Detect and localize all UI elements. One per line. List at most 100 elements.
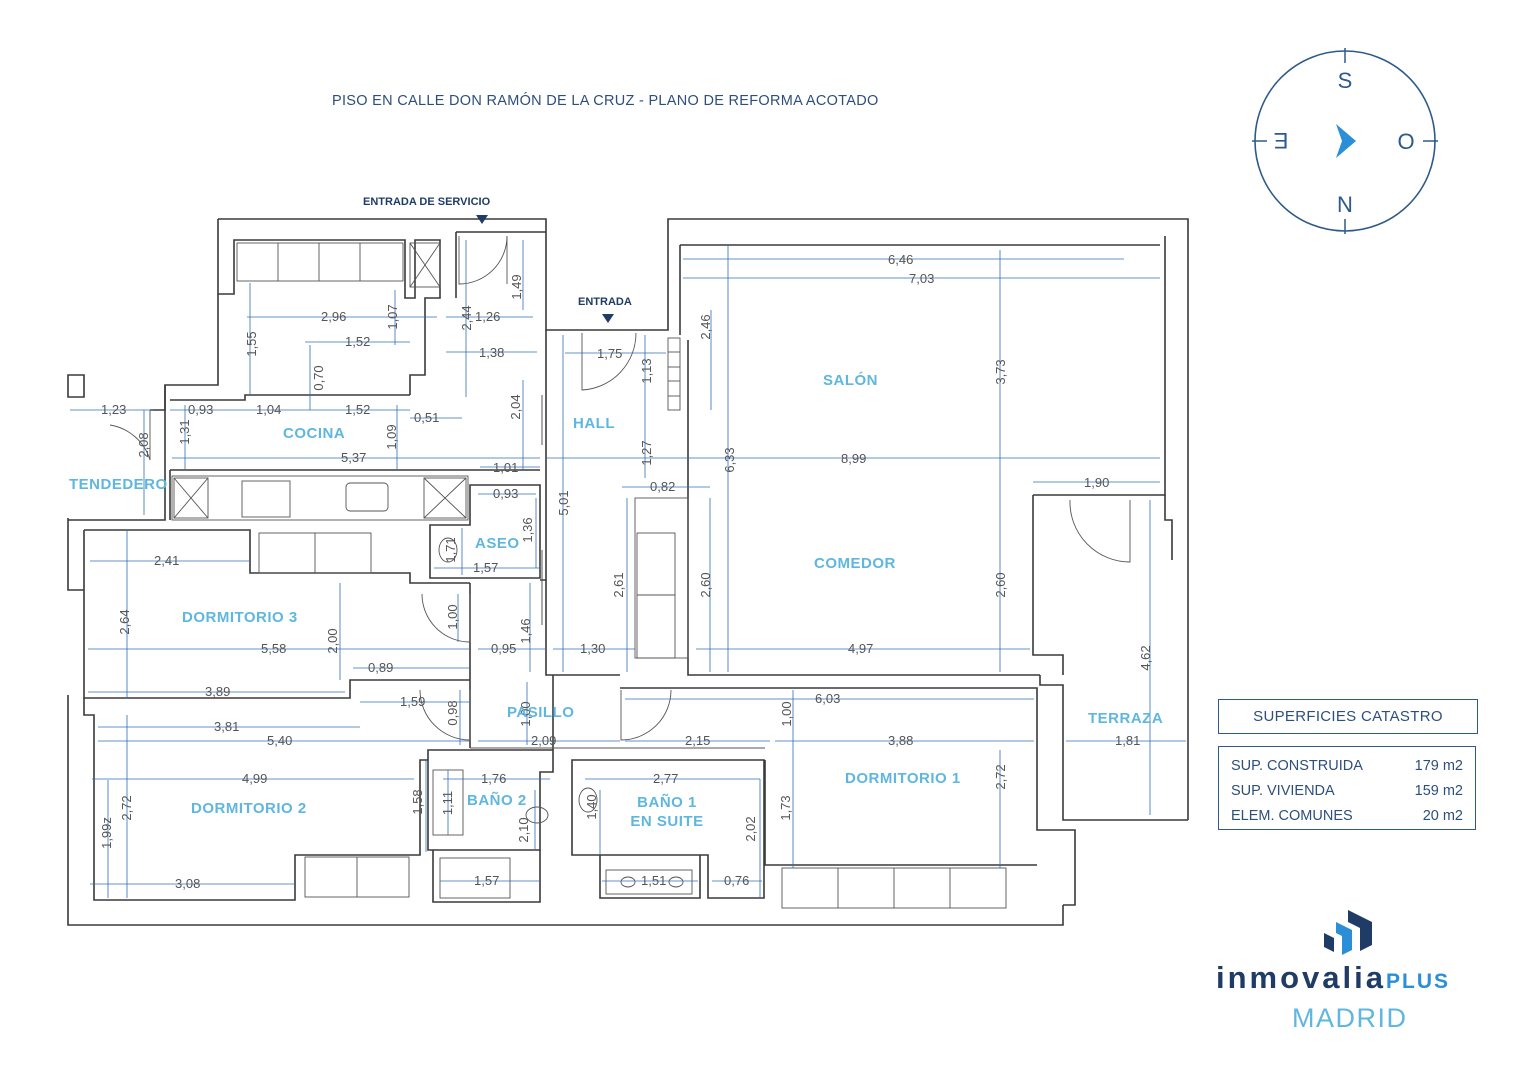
dim-label: 1,57 — [473, 560, 498, 575]
dim-label: 5,37 — [341, 450, 366, 465]
dim-label: 1,57 — [474, 873, 499, 888]
dim-label: 3,08 — [175, 876, 200, 891]
compass-arrow-icon — [1336, 124, 1356, 158]
dim-label: 0,93 — [493, 486, 518, 501]
compass-e: E — [1274, 128, 1289, 153]
dim-label: 1,00 — [445, 604, 460, 629]
dim-label: 2,46 — [698, 314, 713, 339]
room-label-dormitorio-1: DORMITORIO 1 — [845, 770, 961, 787]
service-entrance-arrow-icon — [476, 215, 488, 224]
dim-label: 1,07 — [385, 304, 400, 329]
dim-label: 1,49 — [509, 274, 524, 299]
dim-label: 0,95 — [491, 641, 516, 656]
dim-label: 1,52 — [345, 402, 370, 417]
dim-label: 8,99 — [841, 451, 866, 466]
area-value: 179 m2 — [1414, 757, 1463, 774]
dim-label: 1,55 — [244, 331, 259, 356]
main-entrance-label: ENTRADA — [578, 296, 632, 308]
brand-suffix: PLUS — [1386, 970, 1451, 993]
dim-label: 3,88 — [888, 733, 913, 748]
dim-label: 1,52 — [345, 334, 370, 349]
dimension-labels: 2,96 1,52 1,55 1,07 0,70 2,44 1,26 1,49 … — [99, 252, 1153, 891]
areas-heading: SUPERFICIES CATASTRO — [1218, 699, 1478, 734]
compass-n: N — [1337, 192, 1353, 217]
dim-label: 2,60 — [698, 572, 713, 597]
dim-label: 2,10 — [516, 817, 531, 842]
room-label-comedor: COMEDOR — [814, 555, 896, 572]
dim-label: 0,82 — [650, 479, 675, 494]
dim-label: 0,70 — [311, 365, 326, 390]
dim-label: 4,97 — [848, 641, 873, 656]
dim-label: 1,00 — [518, 701, 533, 726]
area-value: 20 m2 — [1422, 807, 1463, 824]
area-label: SUP. CONSTRUIDA — [1231, 757, 1363, 774]
dim-label: 1,04 — [256, 402, 281, 417]
dim-label: 1,58 — [410, 789, 425, 814]
dim-label: 6,46 — [888, 252, 913, 267]
dim-label: 3,81 — [214, 719, 239, 734]
dim-label: 2,15 — [685, 733, 710, 748]
room-label-salon: SALÓN — [823, 371, 878, 389]
dim-label: 1,31 — [177, 419, 192, 444]
room-labels: COCINA TENDEDERO HALL SALÓN COMEDOR ASEO… — [69, 371, 1163, 830]
area-label: SUP. VIVIENDA — [1231, 782, 1335, 799]
dim-label: 5,40 — [267, 733, 292, 748]
dim-label: 6,03 — [815, 691, 840, 706]
dim-label: 1,11 — [440, 791, 455, 815]
room-label-terraza: TERRAZA — [1088, 710, 1163, 727]
area-value: 159 m2 — [1414, 782, 1463, 799]
area-row: ELEM. COMUNES 20 m2 — [1219, 803, 1475, 828]
dim-label: 0,76 — [724, 873, 749, 888]
dim-label: 1,81 — [1115, 733, 1140, 748]
dim-label: 1,30 — [580, 641, 605, 656]
dim-label: 1,46 — [518, 618, 533, 643]
dim-label: 1,76 — [481, 771, 506, 786]
main-entrance-arrow-icon — [602, 314, 614, 323]
dim-label: 2,61 — [611, 572, 626, 597]
dim-label: 2,02 — [743, 816, 758, 841]
dim-label: 2,00 — [325, 628, 340, 653]
dim-label: 2,96 — [321, 309, 346, 324]
dim-label: 5,01 — [556, 490, 571, 515]
dim-label: 1,00 — [779, 701, 794, 726]
room-label-aseo: ASEO — [475, 535, 520, 552]
areas-table: SUP. CONSTRUIDA 179 m2 SUP. VIVIENDA 159… — [1218, 746, 1476, 830]
dim-label: 1,90 — [1084, 475, 1109, 490]
dim-label: 2,41 — [154, 553, 179, 568]
compass-s: S — [1338, 68, 1353, 93]
area-label: ELEM. COMUNES — [1231, 807, 1353, 824]
dim-label: 1,59 — [400, 694, 425, 709]
fixtures — [171, 242, 1007, 909]
dim-label: 1,27 — [639, 440, 654, 465]
dim-label: 0,98 — [445, 700, 460, 725]
dim-label: 3,89 — [205, 684, 230, 699]
area-row: SUP. CONSTRUIDA 179 m2 — [1219, 753, 1475, 778]
dim-label: 4,99 — [242, 771, 267, 786]
dim-label: 2,64 — [117, 609, 132, 634]
brand-city: MADRID — [1292, 1003, 1408, 1033]
walls — [67, 218, 1189, 926]
dim-label: 1,26 — [475, 309, 500, 324]
room-label-en-suite: EN SUITE — [630, 813, 703, 830]
room-label-dormitorio-2: DORMITORIO 2 — [191, 800, 307, 817]
dim-label: 1,01 — [493, 460, 518, 475]
brand-logo-icon — [1324, 910, 1372, 955]
dim-label: 1,09 — [384, 424, 399, 449]
dim-label: 2,72 — [119, 795, 134, 820]
dim-label: 2,77 — [653, 771, 678, 786]
brand-word: inmovalia — [1216, 960, 1386, 995]
dim-label: 0,51 — [414, 410, 439, 425]
compass-o: O — [1397, 129, 1414, 154]
plan-title: PISO EN CALLE DON RAMÓN DE LA CRUZ - PLA… — [332, 93, 879, 109]
dim-label: 1,71 — [443, 537, 458, 562]
service-entrance-label: ENTRADA DE SERVICIO — [363, 196, 491, 208]
room-label-pasillo: PASILLO — [507, 704, 574, 721]
dim-label: 1,99z — [99, 817, 114, 849]
dim-label: 2,72 — [993, 764, 1008, 789]
room-label-bano-2: BAÑO 2 — [467, 791, 527, 809]
dim-label: 1,73 — [778, 795, 793, 820]
dim-label: 2,04 — [508, 394, 523, 419]
dim-label: 2,60 — [993, 572, 1008, 597]
dimension-lines — [70, 240, 1186, 898]
